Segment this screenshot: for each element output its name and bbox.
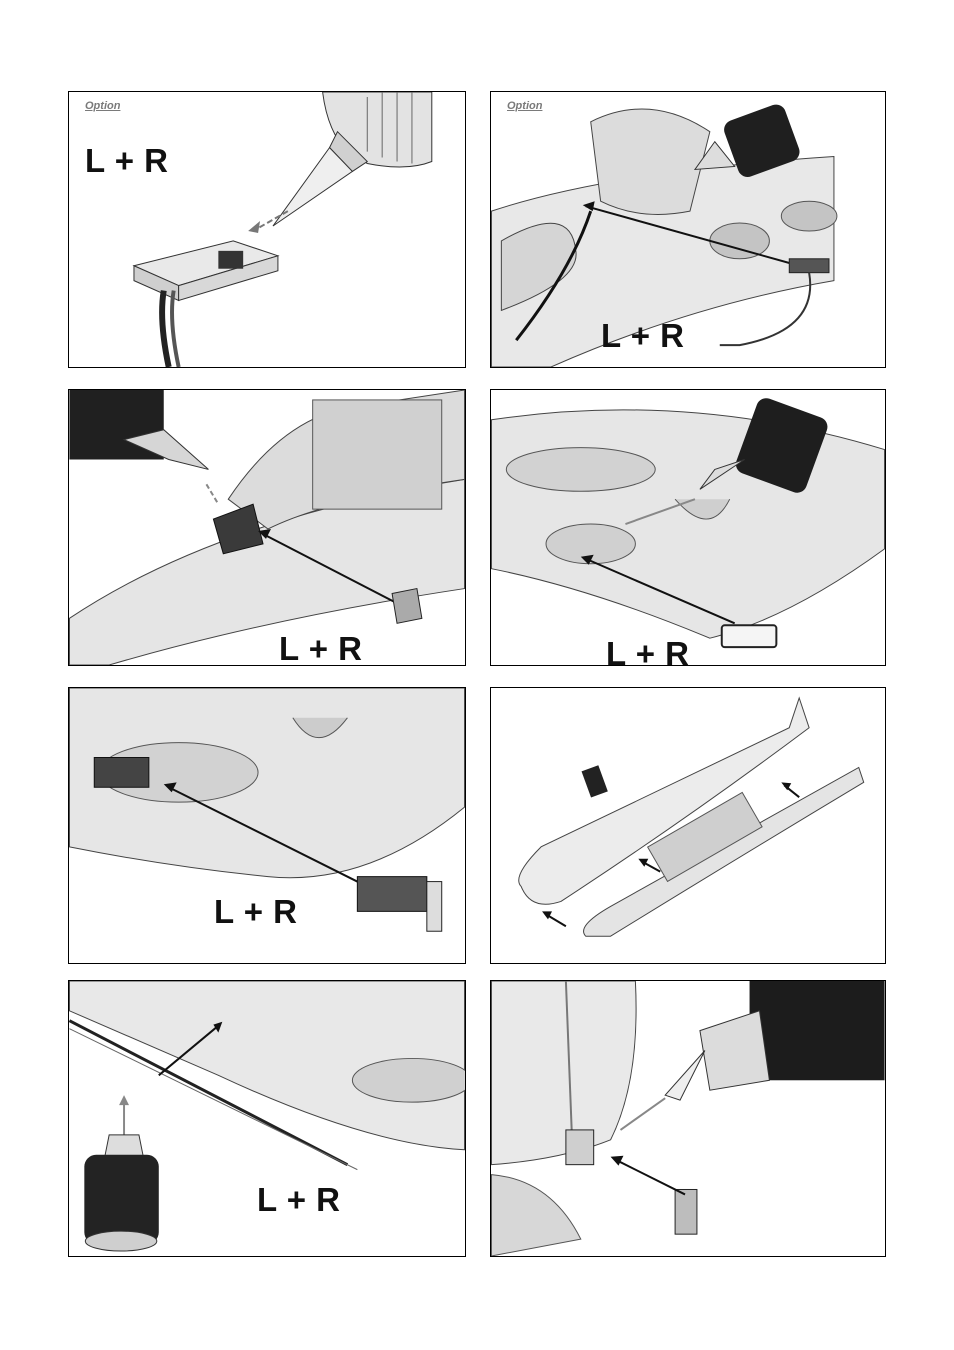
rudder-clevis-illustration xyxy=(491,981,885,1256)
left-right-label: L + R xyxy=(606,635,690,666)
servo-frame-icon xyxy=(134,241,278,301)
option-label: Option xyxy=(507,100,542,112)
step-panel-7: L + R xyxy=(68,980,466,1257)
glue-bottle-icon xyxy=(84,1135,158,1251)
servo-icon xyxy=(357,877,441,932)
left-right-label: L + R xyxy=(85,142,169,180)
left-right-label: L + R xyxy=(257,1181,341,1219)
step-panel-3: L + R xyxy=(68,389,466,666)
glue-bottle-icon xyxy=(665,981,884,1100)
fuselage-assembly-illustration xyxy=(491,688,885,963)
wing-frame-glue-illustration xyxy=(491,92,885,367)
step-panel-8 xyxy=(490,980,886,1257)
glue-servo-frame-illustration xyxy=(69,92,465,367)
glue-bottle-icon xyxy=(582,765,608,797)
option-label: Option xyxy=(85,100,120,112)
step-panel-5: L + R xyxy=(68,687,466,964)
clevis-icon xyxy=(566,1130,697,1234)
step-panel-4: L + R xyxy=(490,389,886,666)
step-panel-6 xyxy=(490,687,886,964)
step-panel-1: Option L + R xyxy=(68,91,466,368)
glue-bottle-icon xyxy=(273,92,432,226)
step-panel-2: Option L + R xyxy=(490,91,886,368)
left-right-label: L + R xyxy=(601,317,685,355)
left-right-label: L + R xyxy=(214,893,298,931)
fuselage-frame-glue-illustration xyxy=(69,390,465,665)
wing-hatch-glue-illustration xyxy=(491,390,885,665)
left-right-label: L + R xyxy=(279,630,363,666)
glue-bottle-icon xyxy=(69,390,208,469)
